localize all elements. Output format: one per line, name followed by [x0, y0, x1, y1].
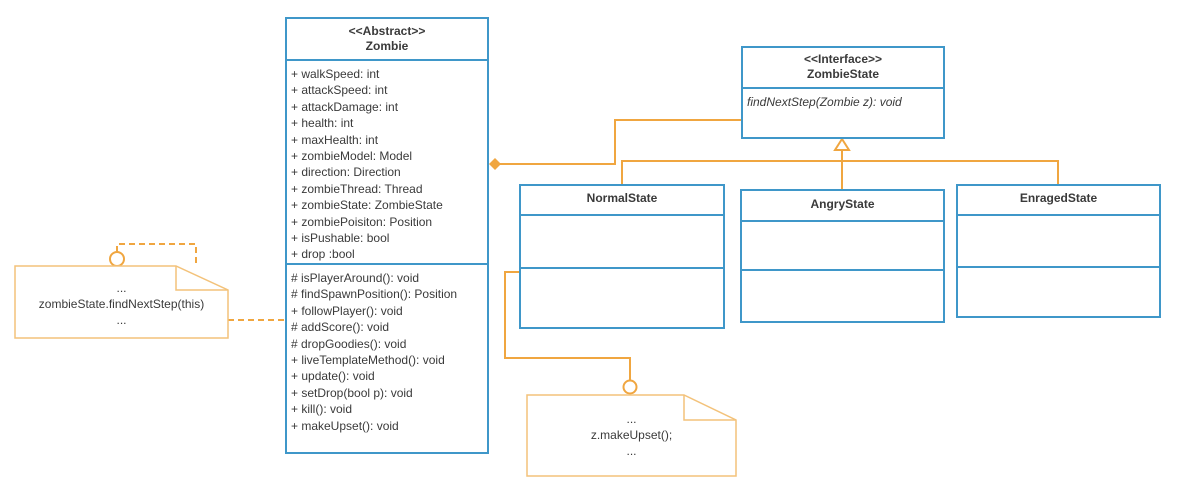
angry-state-header: AngryState — [742, 191, 943, 222]
note-left: ... zombieState.findNextStep(this) ... — [15, 280, 228, 328]
method: + followPlayer(): void — [291, 303, 403, 318]
note-bottom-line: z.makeUpset(); — [590, 428, 673, 442]
note-bottom-anchor-circle — [622, 379, 638, 395]
zombie-class-name: Zombie — [365, 39, 409, 53]
attribute: + zombieModel: Model — [291, 149, 413, 164]
zombie-attributes: + walkSpeed: int + attackSpeed: int + at… — [287, 61, 487, 265]
enraged-state-name: EnragedState — [1019, 191, 1098, 205]
attribute: + zombieThread: Thread — [291, 181, 423, 196]
attribute: + maxHealth: int — [291, 132, 379, 147]
attribute: + health: int — [291, 116, 354, 131]
method: # isPlayerAround(): void — [291, 271, 420, 285]
method: + update(): void — [291, 369, 375, 384]
attribute: + isPushable: bool — [291, 231, 390, 246]
attribute: + zombiePoisiton: Position — [291, 214, 433, 229]
composition-line — [497, 119, 741, 165]
note-left-anchor-loop — [116, 243, 197, 266]
attribute: + drop :bool — [291, 247, 355, 262]
angry-state-class: AngryState — [740, 189, 945, 323]
zombie-state-operations: findNextStep(Zombie z): void — [743, 89, 943, 110]
normal-state-name: NormalState — [586, 191, 658, 205]
method: + liveTemplateMethod(): void — [291, 353, 445, 368]
note-left-shape — [14, 265, 229, 339]
method: + makeUpset(): void — [291, 418, 399, 433]
method: # findSpawnPosition(): Position — [291, 287, 458, 302]
zombie-methods: # isPlayerAround(): void # findSpawnPosi… — [287, 265, 487, 434]
zombie-state-stereotype: <<Interface>> — [803, 52, 883, 66]
enraged-state-header: EnragedState — [958, 186, 1159, 216]
zombie-state-header: <<Interface>> ZombieState — [743, 48, 943, 89]
enraged-state-attributes — [958, 216, 1159, 268]
zombie-state-name: ZombieState — [806, 67, 879, 81]
method: + setDrop(bool p): void — [291, 385, 413, 400]
note-bottom-line: ... — [626, 444, 637, 458]
zombie-state-interface: <<Interface>> ZombieState findNextStep(Z… — [741, 46, 945, 139]
attribute: + attackDamage: int — [291, 99, 399, 114]
note-bottom-line: ... — [626, 412, 637, 426]
method: + kill(): void — [291, 402, 353, 417]
composition-diamond — [489, 158, 501, 170]
angry-state-attributes — [742, 222, 943, 271]
note-bottom-anchor-line — [504, 271, 631, 382]
note-left-line: ... — [116, 281, 127, 295]
zombie-class-header: <<Abstract>> Zombie — [287, 19, 487, 61]
attribute: + direction: Direction — [291, 165, 401, 180]
method: # addScore(): void — [291, 320, 390, 335]
angry-state-name: AngryState — [810, 197, 875, 211]
method: # dropGoodies(): void — [291, 336, 407, 351]
note-bottom-fold — [683, 395, 736, 421]
note-left-anchor-circle — [109, 251, 125, 267]
enraged-state-class: EnragedState — [956, 184, 1161, 318]
attribute: + zombieState: ZombieState — [291, 198, 443, 213]
attribute: + attackSpeed: int — [291, 83, 388, 98]
note-left-line: zombieState.findNextStep(this) — [38, 297, 205, 311]
note-left-fold — [175, 266, 228, 291]
zombie-stereotype: <<Abstract>> — [348, 24, 426, 38]
normal-state-header: NormalState — [521, 186, 723, 216]
realization-normal-line — [621, 160, 1059, 184]
note-left-line: ... — [116, 313, 127, 327]
normal-state-attributes — [521, 216, 723, 269]
realization-arrowhead — [833, 137, 851, 151]
zombie-class: <<Abstract>> Zombie + walkSpeed: int + a… — [285, 17, 489, 454]
normal-state-class: NormalState — [519, 184, 725, 329]
attribute: + walkSpeed: int — [291, 67, 380, 81]
note-bottom: ... z.makeUpset(); ... — [527, 411, 736, 459]
operation: findNextStep(Zombie z): void — [747, 95, 902, 109]
